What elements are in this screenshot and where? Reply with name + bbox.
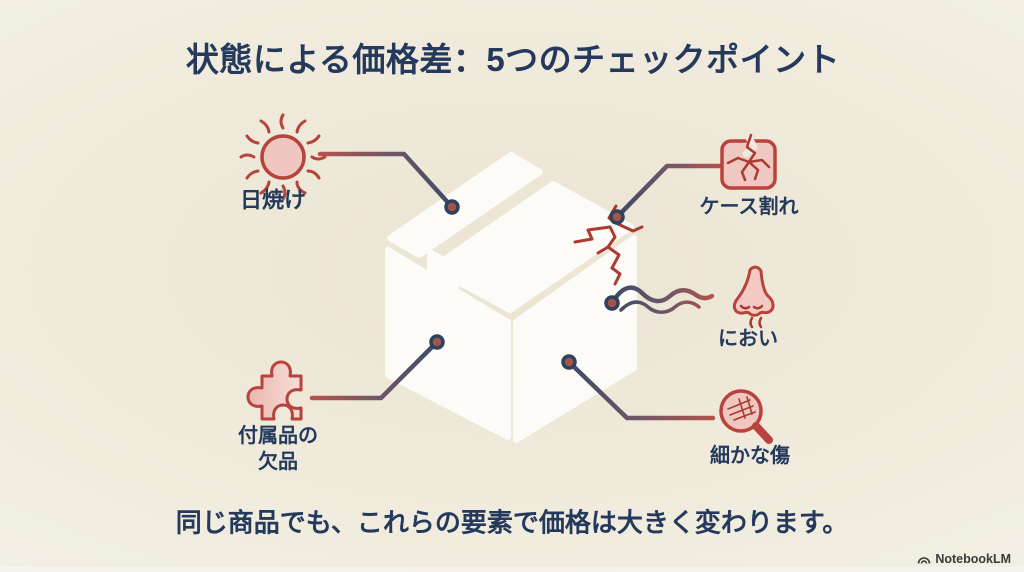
sun-icon <box>239 113 327 201</box>
checkpoint-label-case-crack: ケース割れ <box>699 196 799 218</box>
anchor-dot-smell <box>604 295 620 311</box>
checkpoint-label-missing-accessories: 付属品の 欠品 <box>238 425 318 473</box>
box-top-face <box>429 181 634 313</box>
connector-smell <box>610 285 715 305</box>
anchor-dot-sun-fade <box>444 199 460 215</box>
puzzle-piece-icon <box>246 360 303 421</box>
checkpoint-label-fine-scratches: 細かな傷 <box>710 445 790 467</box>
connector-case-crack <box>614 163 725 220</box>
product-box <box>385 152 637 443</box>
box-left-face <box>385 247 511 440</box>
box-right-face <box>513 235 637 443</box>
notebooklm-label: NotebookLM <box>935 552 1011 566</box>
checkpoint-label-smell: におい <box>718 328 778 350</box>
anchor-dot-fine-scratches <box>561 354 577 370</box>
conclusion-text: 同じ商品でも、これらの要素で価格は大きく変わります。 <box>175 507 849 538</box>
checkpoint-label-sun-fade: 日焼け <box>239 187 307 213</box>
anchor-dot-missing-accessories <box>429 334 445 350</box>
box-top-flap <box>387 152 543 258</box>
notebooklm-watermark: NotebookLM <box>917 552 1011 566</box>
cracked-case-icon <box>720 132 777 190</box>
page-title: 状態による価格差：5つのチェックポイント <box>185 41 841 78</box>
connector-missing-accessories <box>309 339 440 401</box>
bottom-edge-strip <box>0 567 1024 572</box>
connector-fine-scratches <box>566 359 716 421</box>
notebooklm-logo-icon <box>918 557 931 564</box>
nose-icon <box>732 265 775 329</box>
connector-smell-2 <box>619 300 701 314</box>
anchor-dot-case-crack <box>609 209 625 225</box>
magnifier-icon <box>719 389 773 444</box>
connector-sun-fade <box>317 151 455 210</box>
